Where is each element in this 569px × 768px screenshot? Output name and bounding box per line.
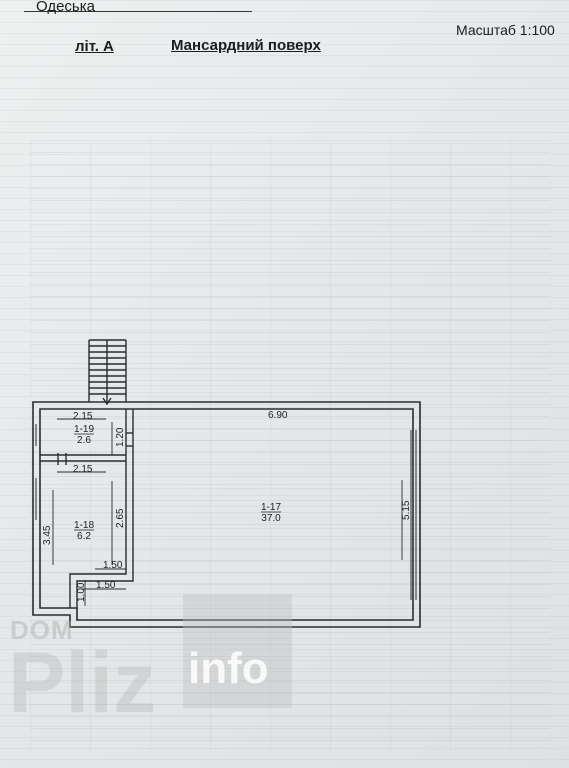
dim-left-wall: 3.45 — [42, 525, 53, 545]
watermark-dom: DOM — [10, 615, 74, 645]
dim-top-width: 6.90 — [268, 410, 288, 421]
watermark-box — [183, 594, 292, 708]
watermark-pliz: Pliz — [8, 635, 157, 731]
watermark-info: info — [188, 644, 269, 693]
windows — [35, 424, 417, 600]
room-17-area: 37.0 — [261, 513, 281, 524]
dim-room18-width: 2.15 — [73, 464, 93, 475]
region-underline — [24, 11, 252, 12]
dim-right-wall: 5.15 — [401, 500, 412, 520]
dimension-lines — [52, 418, 403, 606]
floor-title: Мансардний поверх — [171, 37, 321, 54]
building-letter: літ. А — [75, 38, 114, 55]
room-19-area: 2.6 — [77, 435, 91, 446]
dim-corridor-width: 2.15 — [73, 411, 93, 422]
room-18-id: 1-18 — [74, 520, 94, 531]
scale-label: Масштаб 1:100 — [456, 22, 555, 38]
dim-lower-step-2: 1.50 — [96, 580, 116, 591]
staircase — [88, 339, 127, 406]
ruled-grid-background — [30, 140, 550, 750]
dim-lower-step-1: 1.50 — [103, 560, 123, 571]
room-17-id: 1-17 — [261, 502, 281, 513]
room-18-area: 6.2 — [77, 531, 91, 542]
interior-walls — [40, 409, 134, 608]
dim-corridor-depth: 1.20 — [115, 427, 126, 447]
room-19-id: 1-19 — [74, 424, 94, 435]
dim-room18-depth: 2.65 — [115, 508, 126, 528]
outer-walls — [32, 401, 421, 628]
dim-lower-wall: 1.00 — [76, 582, 87, 602]
